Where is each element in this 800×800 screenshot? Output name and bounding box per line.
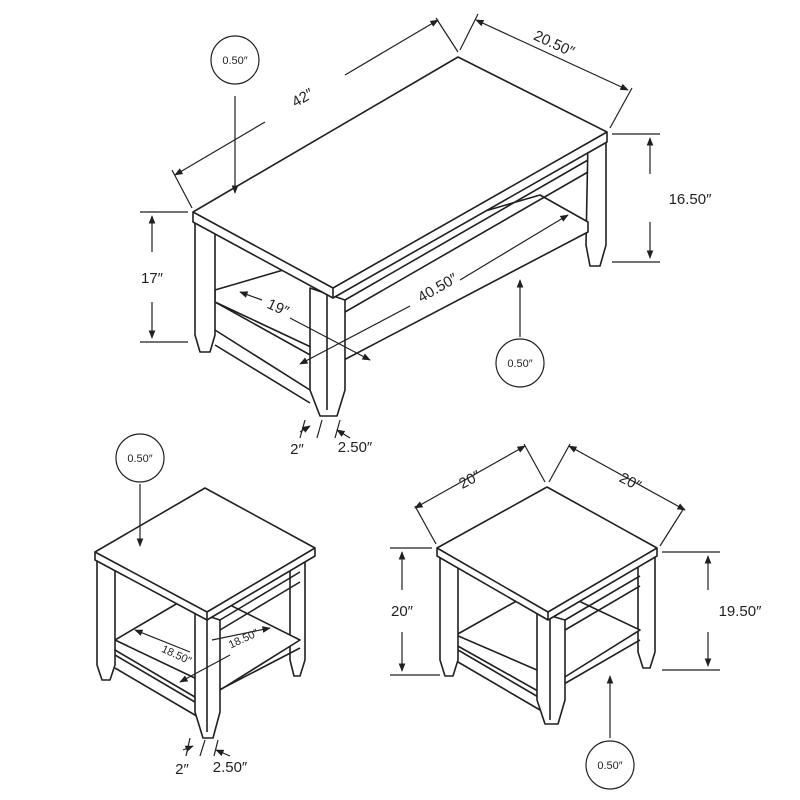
label-leg-inner: 2″ <box>175 761 189 778</box>
label-leg-width: 2.50″ <box>213 759 248 776</box>
label-height: 17″ <box>141 270 164 287</box>
label-depth: 20″ <box>616 469 644 495</box>
label-top-thickness: 0.50″ <box>127 453 152 465</box>
label-shelf-height: 16.50″ <box>669 191 713 208</box>
right-end-table-dimensions <box>390 443 720 790</box>
left-end-table-dimensions <box>115 433 271 757</box>
label-leg-inner: 2″ <box>290 441 304 458</box>
label-length: 42″ <box>289 85 317 111</box>
coffee-table-dimensions <box>140 13 660 439</box>
coffee-table-drawing <box>192 56 608 417</box>
left-end-table-drawing <box>94 487 316 739</box>
label-shelf-thickness: 0.50″ <box>507 358 532 370</box>
label-top-thickness: 0.50″ <box>222 55 247 67</box>
label-shelf-thickness: 0.50″ <box>597 760 622 772</box>
label-height: 20″ <box>391 603 414 620</box>
right-end-table-drawing <box>436 486 658 725</box>
label-shelf-height: 19.50″ <box>719 603 763 620</box>
label-leg-width: 2.50″ <box>338 439 373 456</box>
